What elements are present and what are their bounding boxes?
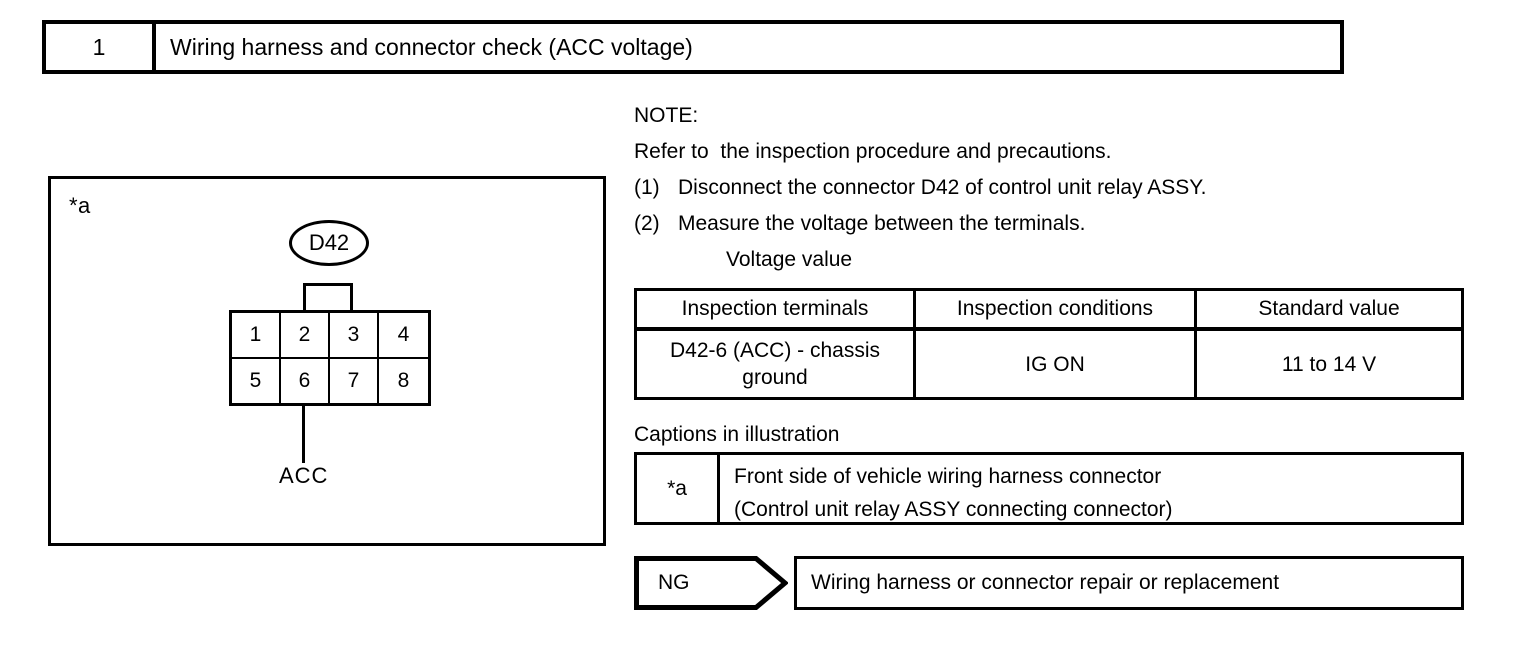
connector-illustration-panel: *a D42 1 2 3 4 5 6 7 8 ACC: [48, 176, 606, 546]
caption-text-line-2: (Control unit relay ASSY connecting conn…: [734, 498, 1173, 521]
note-step-2-number: (2): [634, 212, 660, 235]
acc-signal-label: ACC: [279, 463, 329, 488]
pin-cell-7: 7: [330, 359, 379, 403]
step-number: 1: [46, 24, 156, 70]
pin-cell-6: 6: [281, 359, 330, 403]
note-sub-label: Voltage value: [726, 248, 853, 271]
ng-action-text: Wiring harness or connector repair or re…: [794, 556, 1464, 610]
note-heading: NOTE:: [634, 104, 699, 127]
pin-cell-1: 1: [232, 313, 281, 357]
step-header-bar: 1 Wiring harness and connector check (AC…: [42, 20, 1344, 74]
acc-leader-line: [302, 406, 305, 463]
note-step-1-text: Disconnect the connector D42 of control …: [678, 176, 1207, 199]
header-standard-value: Standard value: [1195, 291, 1461, 331]
ng-result-row: NG Wiring harness or connector repair or…: [634, 556, 1464, 610]
captions-table: *a Front side of vehicle wiring harness …: [634, 452, 1464, 525]
note-step-1: (1) Disconnect the connector D42 of cont…: [634, 170, 1464, 206]
voltage-spec-table: Inspection terminals Inspection conditio…: [634, 288, 1464, 400]
illustration-caption-marker: *a: [69, 193, 91, 218]
pin-cell-5: 5: [232, 359, 281, 403]
ng-badge-label: NG: [658, 571, 690, 594]
table-header-row: Inspection terminals Inspection conditio…: [637, 291, 1461, 331]
connector-pin-grid: 1 2 3 4 5 6 7 8: [229, 310, 431, 406]
pin-cell-2: 2: [281, 313, 330, 357]
table-row: D42-6 (ACC) - chassis ground IG ON 11 to…: [637, 329, 1461, 397]
cell-inspection-terminals: D42-6 (ACC) - chassis ground: [637, 329, 916, 397]
note-step-2: (2) Measure the voltage between the term…: [634, 206, 1464, 242]
note-step-2-text: Measure the voltage between the terminal…: [678, 212, 1086, 235]
step-title: Wiring harness and connector check (ACC …: [170, 33, 693, 60]
pin-cell-8: 8: [397, 369, 410, 392]
pin-row-top: 1 2 3 4: [232, 313, 428, 359]
ng-badge: NG: [634, 556, 788, 610]
connector-latch-tab: [303, 283, 353, 311]
note-block: NOTE: Refer to the inspection procedure …: [634, 98, 1464, 278]
captions-title: Captions in illustration: [634, 423, 840, 446]
header-inspection-terminals: Inspection terminals: [637, 291, 916, 331]
pin-cell-3: 3: [330, 313, 379, 357]
cell-standard-value: 11 to 14 V: [1281, 352, 1377, 376]
pin-cell-4: 4: [397, 323, 410, 346]
cell-inspection-conditions: IG ON: [914, 329, 1197, 397]
caption-text-line-1: Front side of vehicle wiring harness con…: [734, 465, 1162, 488]
pin-row-bottom: 5 6 7 8: [232, 359, 428, 403]
note-refer-line: Refer to the inspection procedure and pr…: [634, 140, 1112, 163]
header-inspection-conditions: Inspection conditions: [914, 291, 1197, 331]
caption-key: *a: [637, 455, 720, 522]
connector-id-badge: D42: [289, 220, 369, 266]
note-step-1-number: (1): [634, 176, 660, 199]
arrow-pentagon-icon: [634, 556, 788, 610]
caption-text: Front side of vehicle wiring harness con…: [720, 455, 1461, 522]
